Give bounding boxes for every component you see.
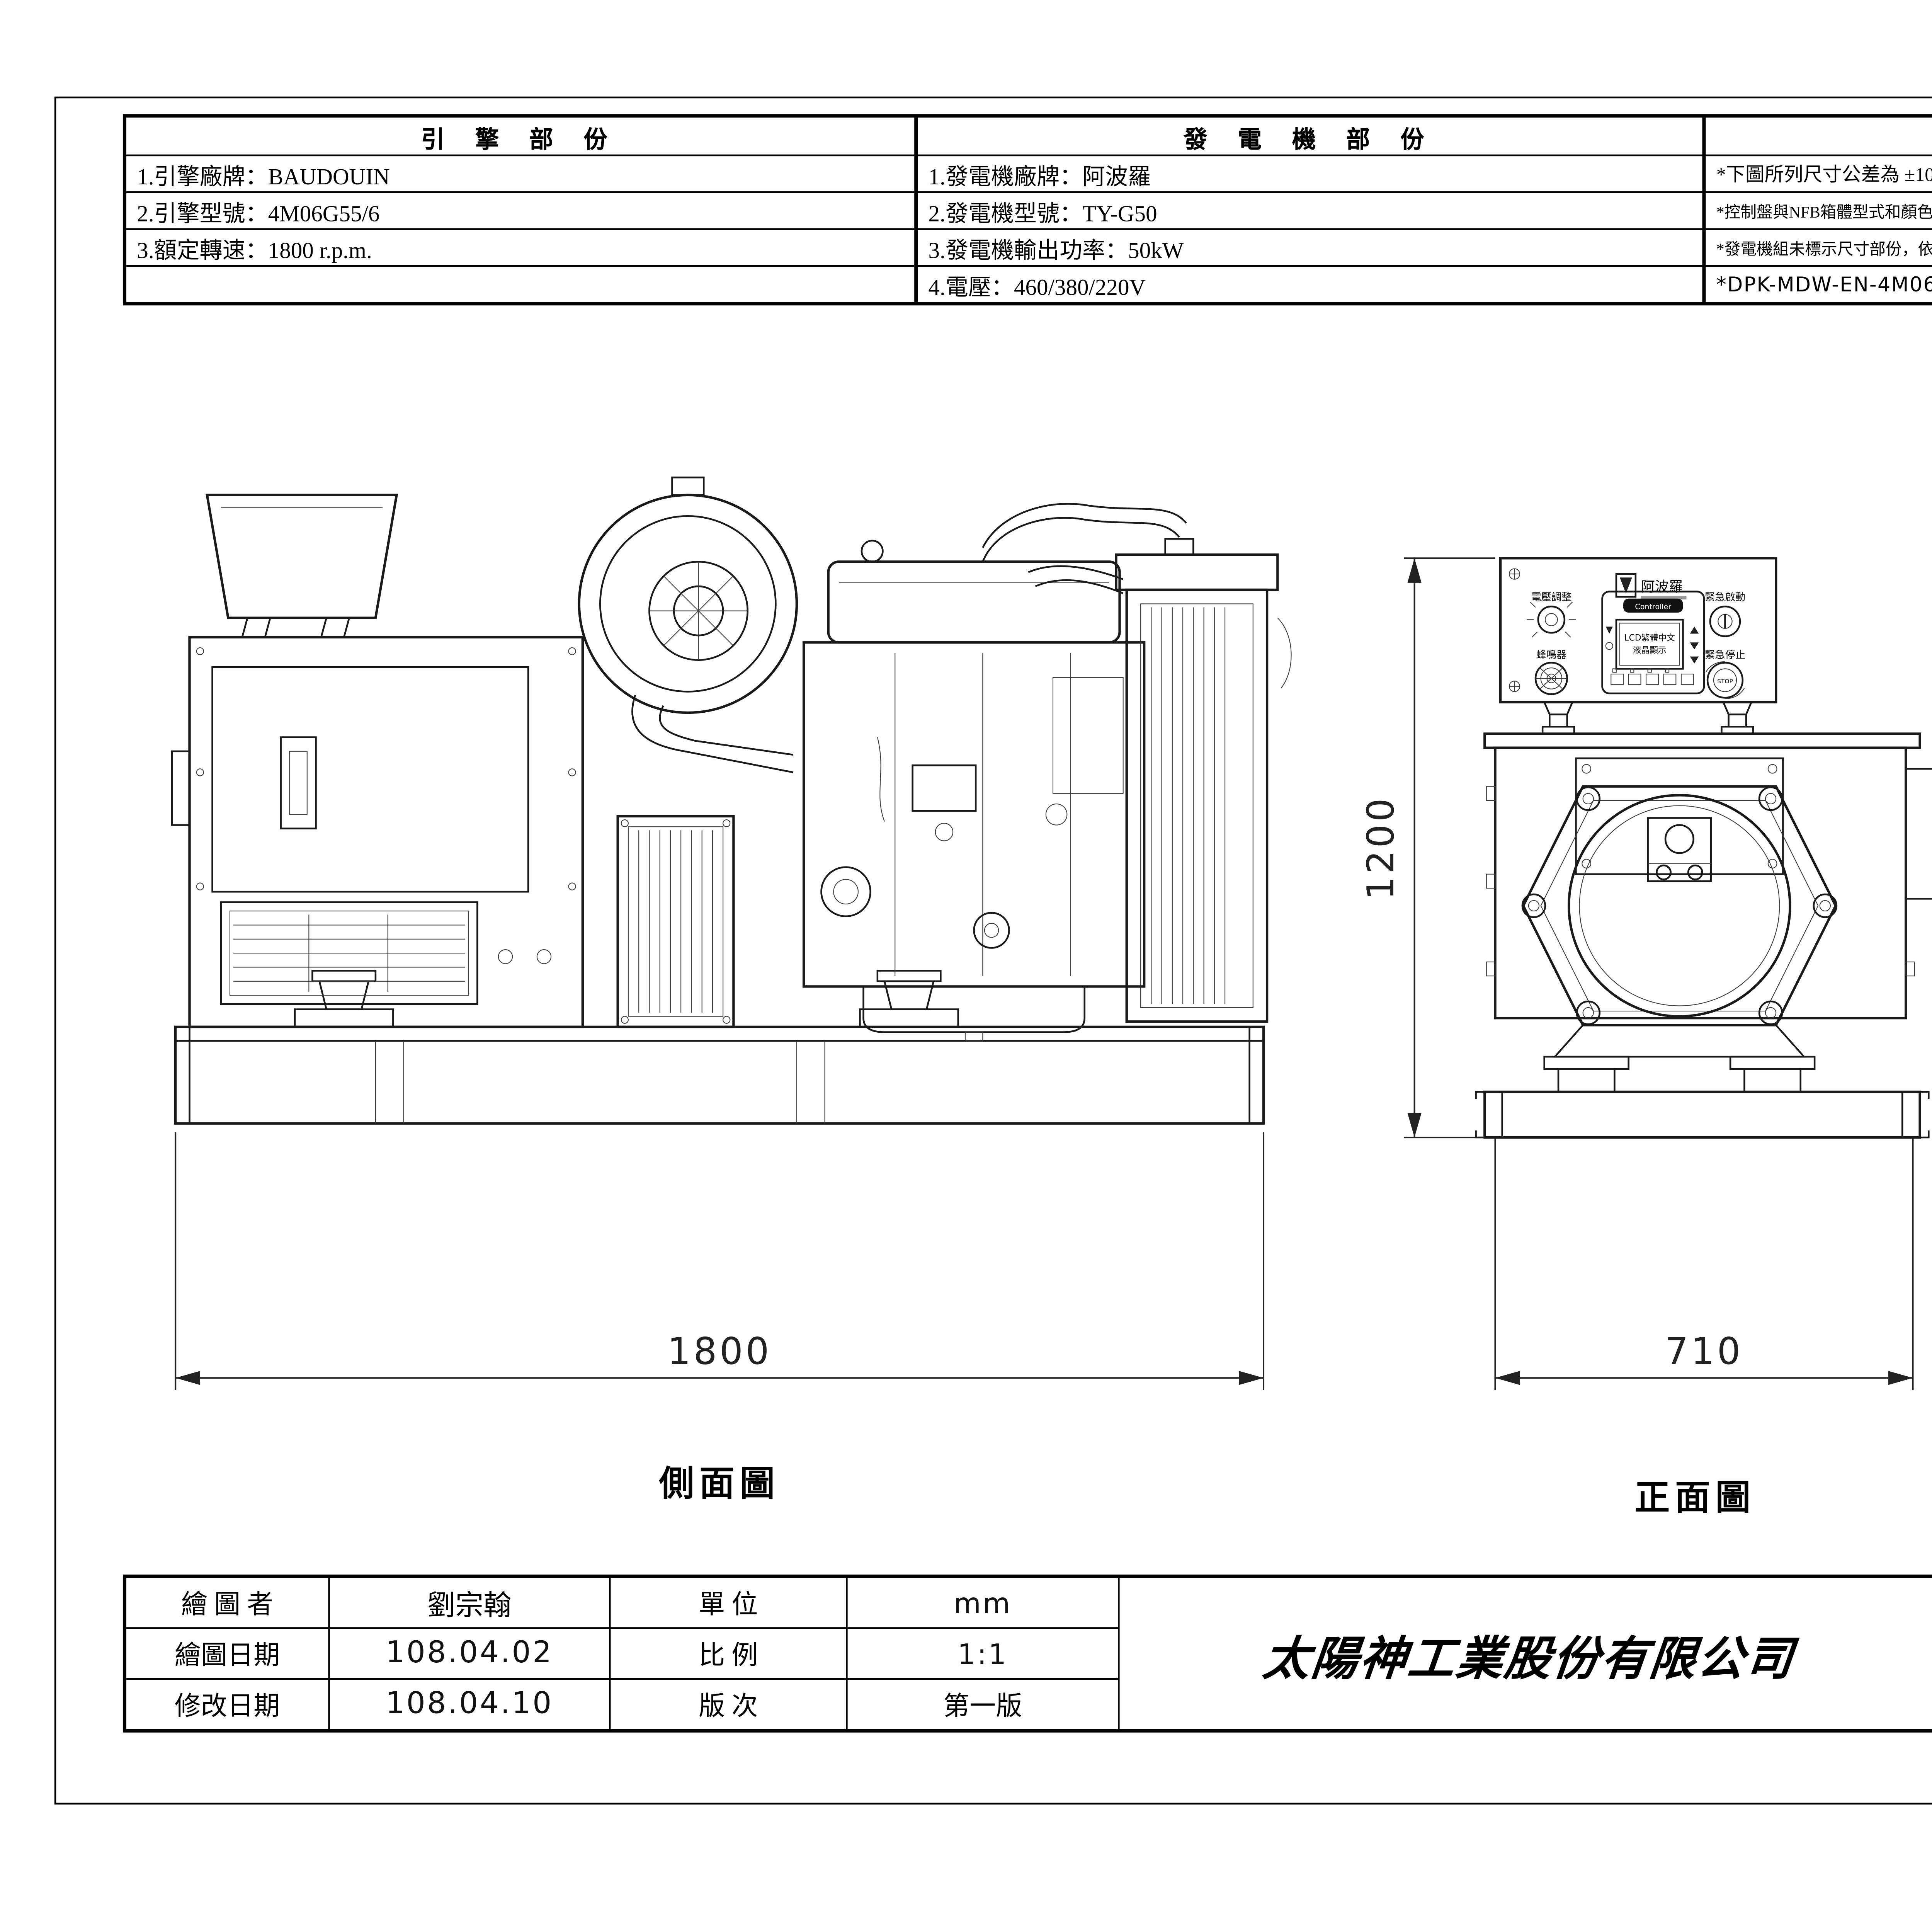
company-name: 太陽神工業股份有限公司 [1260, 1631, 1797, 1684]
engine-row: 2.引擎型號：4M06G55/6 [126, 191, 915, 228]
remark-row: *控制盤與NFB箱體型式和顏色及位置可配合現場需求裝置 [1706, 191, 1932, 228]
company-col: 太陽神工業股份有限公司 [1118, 1578, 1932, 1729]
generator-row: 4.電壓：460/380/220V [918, 265, 1702, 302]
scale-label: 比 例 [611, 1627, 846, 1678]
spec-table: 引 擎 部 份 1.引擎廠牌：BAUDOUIN 2.引擎型號：4M06G55/6… [122, 114, 1932, 306]
nfb-box [1905, 768, 1932, 900]
estop-text: STOP [1717, 678, 1733, 685]
generator-header: 發 電 機 部 份 [1184, 125, 1437, 152]
buzzer-icon [1534, 662, 1568, 695]
front-view-label: 正面圖 [1635, 1478, 1756, 1517]
remark-row: *下圖所列尺寸公差為 ±100 mm [1706, 154, 1932, 191]
drawer-label: 繪 圖 者 [181, 1591, 274, 1619]
title-labels-col2: 單 位 比 例 版 次 [609, 1578, 846, 1729]
generator-row: 3.發電機輸出功率：50kW [918, 228, 1702, 265]
brand-subtext [1641, 596, 1687, 599]
lcd-text-line2: 液晶顯示 [1633, 646, 1667, 655]
emergency-stop-button-icon: STOP [1705, 661, 1745, 699]
front-dim-height: 1200 [1359, 796, 1402, 900]
remarks-header: 備 註 [1706, 117, 1932, 154]
title-labels-col1: 繪 圖 者 繪圖日期 修改日期 [126, 1578, 328, 1729]
front-view: 1200 阿波羅 電壓調整 蜂鳴器 [1359, 557, 1932, 1517]
front-dim-width: 710 [1665, 1330, 1743, 1373]
voltage-knob-icon [1527, 602, 1576, 638]
spec-col-remarks: 備 註 *下圖所列尺寸公差為 ±100 mm *控制盤與NFB箱體型式和顏色及位… [1702, 117, 1932, 302]
generator-row: 1.發電機廠牌：阿波羅 [918, 154, 1702, 191]
three-view-drawing: 1800 側面圖 1200 阿波羅 電壓調整 [171, 477, 1932, 1517]
generator-row: 2.發電機型號：TY-G50 [918, 191, 1702, 228]
version-label: 版 次 [611, 1678, 846, 1729]
side-view-label: 側面圖 [658, 1464, 780, 1503]
engine-row-empty [126, 265, 915, 302]
key-switch-icon [1709, 605, 1741, 637]
emergency-start-label: 緊急啟動 [1705, 591, 1745, 603]
version-value: 第一版 [847, 1678, 1118, 1729]
voltage-adjust-label: 電壓調整 [1531, 591, 1571, 603]
page-border [54, 96, 1932, 1805]
draw-date-label: 繪圖日期 [126, 1627, 328, 1678]
drawer-value: 劉宗翰 [427, 1592, 512, 1622]
title-values-col2: mm 1:1 第一版 [846, 1578, 1118, 1729]
buzzer-label: 蜂鳴器 [1536, 649, 1566, 661]
engine-row: 1.引擎廠牌：BAUDOUIN [126, 154, 915, 191]
remark-row: *發電機組未標示尺寸部份，依實際尺寸為準，配合現場空間調整置 [1706, 228, 1932, 265]
hexagon-bolts [1521, 786, 1838, 1025]
unit-label: 單 位 [699, 1591, 758, 1619]
title-values-col1: 劉宗翰 108.04.02 108.04.10 [328, 1578, 609, 1729]
lcd-controller: Controller LCD繁體中文 液晶顯示 [1601, 591, 1705, 695]
control-panel: 阿波羅 電壓調整 蜂鳴器 緊急啟動 [1499, 557, 1777, 703]
side-dim-width: 1800 [667, 1330, 772, 1373]
remark-row: *DPK-MDW-EN-4M06-0010-19-02-10 [1706, 265, 1932, 302]
unit-value: mm [953, 1586, 1012, 1619]
spec-col-engine: 引 擎 部 份 1.引擎廠牌：BAUDOUIN 2.引擎型號：4M06G55/6… [126, 117, 915, 302]
draw-date-value: 108.04.02 [330, 1627, 609, 1678]
revise-date-label: 修改日期 [126, 1678, 328, 1729]
title-block: 繪 圖 者 繪圖日期 修改日期 劉宗翰 108.04.02 108.04.10 … [122, 1574, 1932, 1733]
engine-row: 3.額定轉速：1800 r.p.m. [126, 228, 915, 265]
controller-brand: Controller [1635, 603, 1671, 611]
revise-date-value: 108.04.10 [330, 1678, 609, 1729]
spec-col-generator: 發 電 機 部 份 1.發電機廠牌：阿波羅 2.發電機型號：TY-G50 3.發… [914, 117, 1702, 302]
scale-value: 1:1 [847, 1627, 1118, 1678]
engine-header: 引 擎 部 份 [421, 125, 620, 152]
side-view: 1800 側面圖 [171, 477, 1292, 1503]
brand-logo-icon [1615, 573, 1637, 598]
lcd-text-line1: LCD繁體中文 [1624, 633, 1675, 643]
emergency-stop-label: 緊急停止 [1705, 649, 1745, 661]
